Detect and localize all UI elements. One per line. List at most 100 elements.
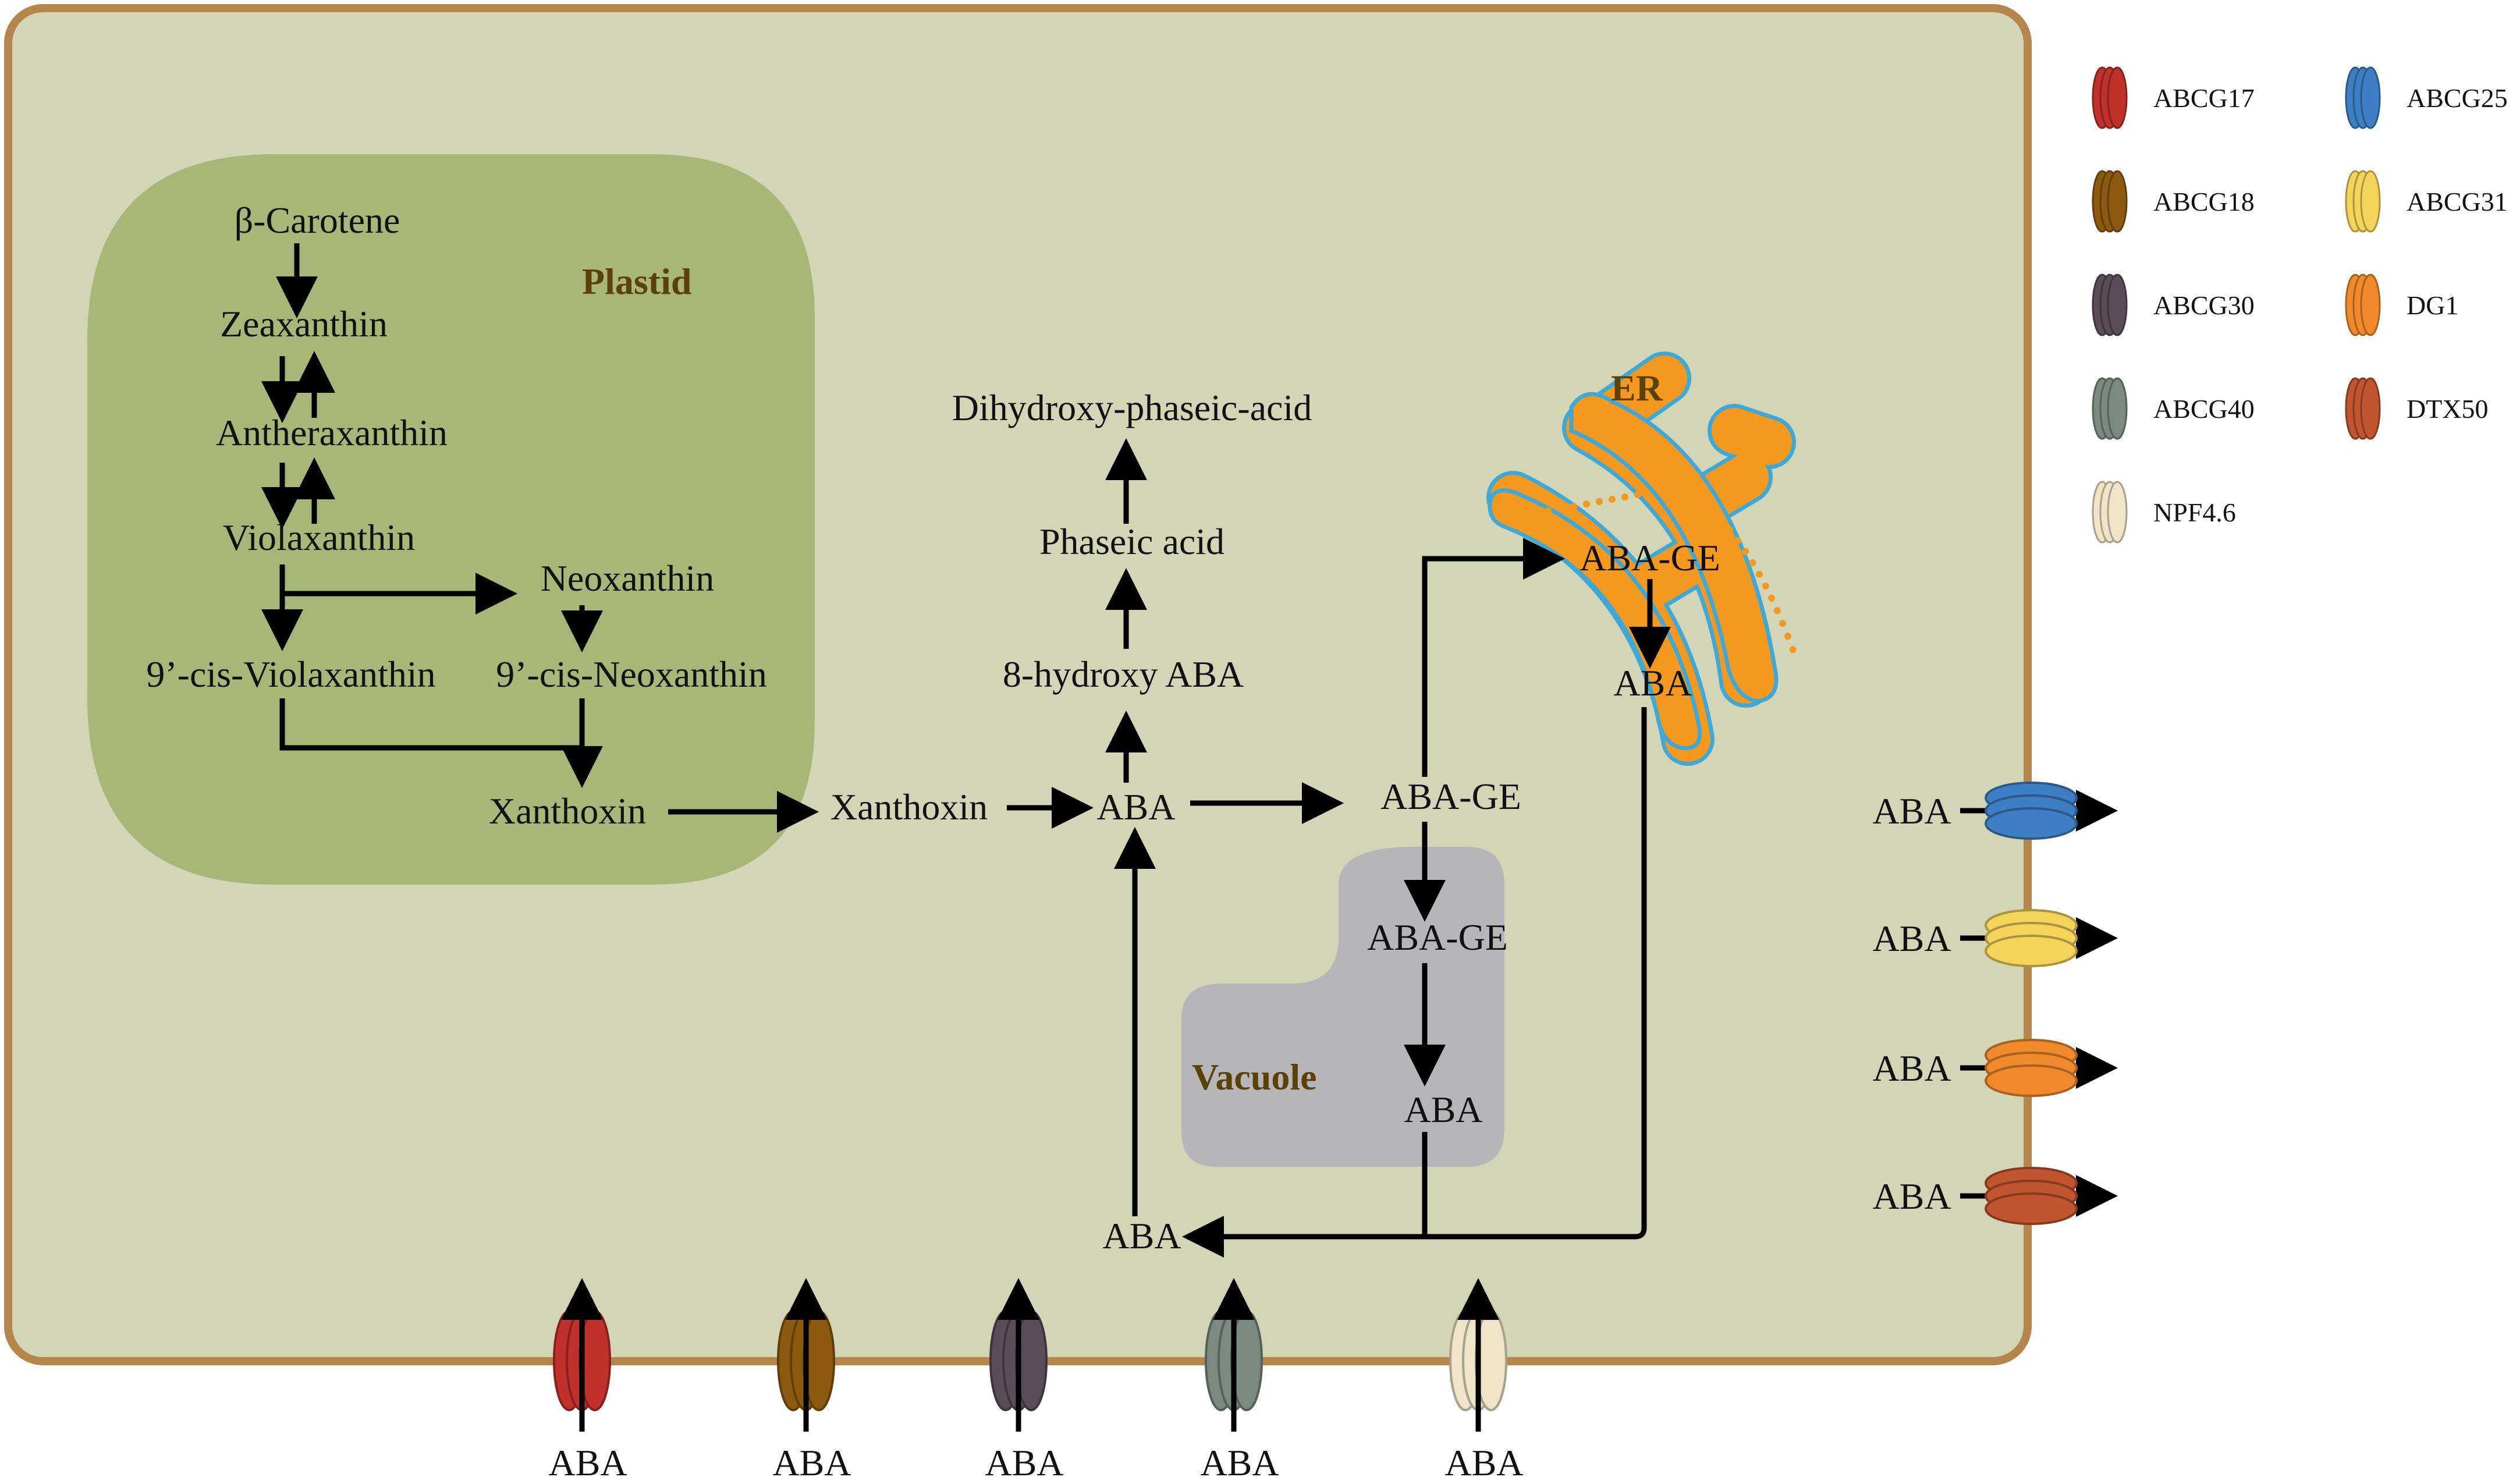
metabolite-labels: β-Carotene Zeaxanthin Antheraxanthin Vio… (146, 200, 1720, 1256)
vacuole-compartment (1181, 847, 1504, 1167)
legend-label: NPF4.6 (2153, 498, 2236, 527)
er-ribosome (1612, 427, 1619, 434)
export-aba-label: ABA (1872, 790, 1951, 832)
er-ribosome (1689, 487, 1696, 495)
legend-item-abcg18: ABCG18 (2092, 170, 2255, 233)
metabolite-aba-er: ABA (1613, 662, 1692, 704)
arrow-aba-ge-to-er (1422, 538, 1565, 777)
export-transporters: ABA ABA ABA ABA (1872, 782, 2118, 1225)
er-ribosome (1699, 496, 1706, 504)
import-aba-label: ABA (1444, 1442, 1523, 1481)
import-aba-label: ABA (985, 1442, 1063, 1481)
transporter-oval-icon (2092, 274, 2128, 336)
transporter-oval-icon (2345, 274, 2381, 336)
export-aba-label: ABA (1872, 918, 1951, 959)
export-aba-label: ABA (1872, 1176, 1951, 1217)
er-ribosome (1726, 526, 1734, 534)
exporter-abcg31-icon (1985, 909, 2078, 967)
er-ribosome (1557, 505, 1564, 512)
er-ribosome (1749, 559, 1756, 566)
er-ribosome (1609, 496, 1616, 503)
er-ribosome (1596, 498, 1603, 505)
transporter-oval-icon (2345, 66, 2381, 129)
er-ribosome (1773, 607, 1781, 615)
er-ribosome (1762, 583, 1769, 590)
er-ribosome (1634, 443, 1642, 451)
er-ribosome (1789, 646, 1797, 654)
legend-item-abcg25: ABCG25 (2345, 66, 2508, 129)
er-ribosome (1634, 491, 1641, 498)
er-ribosome (1779, 620, 1786, 627)
metabolite-aba-ge-cytosol: ABA-GE (1380, 776, 1521, 817)
legend-item-abcg30: ABCG30 (2092, 274, 2255, 336)
metabolite-neoxanthin: Neoxanthin (541, 558, 715, 599)
legend-item-dtx50: DTX50 (2345, 377, 2489, 440)
transporter-oval-icon (2345, 170, 2381, 233)
er-ribosome (1668, 469, 1676, 477)
metabolite-beta-carotene: β-Carotene (235, 200, 400, 241)
er-ribosome (1717, 516, 1725, 524)
legend-label: DTX50 (2407, 394, 2489, 424)
er-ribosome (1583, 500, 1590, 507)
metabolite-xanthoxin-cytosol: Xanthoxin (830, 786, 988, 828)
import-transporters: ABA ABA ABA ABA ABA (548, 1278, 1524, 1483)
transporter-oval-icon (2092, 377, 2128, 440)
er-ribosome (1646, 452, 1653, 460)
metabolite-aba-ge-vacuole: ABA-GE (1367, 917, 1508, 958)
import-aba-label: ABA (548, 1442, 627, 1481)
exporter-dg1-icon (1985, 1039, 2078, 1097)
transporter-oval-icon (2092, 170, 2128, 233)
legend-item-npf4-6: NPF4.6 (2092, 481, 2236, 544)
metabolite-aba-vacuole: ABA (1404, 1089, 1482, 1130)
er-ribosome (1755, 570, 1763, 578)
exporter-dtx50-icon (1985, 1167, 2078, 1225)
pathway-arrows (261, 243, 1671, 1258)
metabolite-aba-ge-er: ABA-GE (1580, 537, 1720, 578)
transporter-oval-icon (2092, 481, 2128, 544)
metabolite-zeaxanthin: Zeaxanthin (220, 303, 388, 345)
er-ribosome (1657, 460, 1664, 468)
export-aba-label: ABA (1872, 1048, 1951, 1089)
legend-label: ABCG40 (2153, 394, 2255, 424)
plastid-label: Plastid (582, 261, 691, 302)
er-ribosome (1679, 478, 1686, 486)
er-ribosome (1784, 633, 1791, 640)
er-ribosome (1623, 435, 1630, 443)
import-aba-label: ABA (1200, 1442, 1279, 1481)
er-ribosome (1621, 494, 1628, 500)
metabolite-aba-cytosol: ABA (1096, 786, 1175, 828)
legend-item-abcg40: ABCG40 (2092, 377, 2255, 440)
metabolite-phaseic-acid: Phaseic acid (1039, 521, 1224, 562)
legend-label: ABCG31 (2407, 187, 2508, 216)
legend-label: DG1 (2407, 290, 2458, 320)
er-ribosome (1742, 548, 1749, 555)
er-label: ER (1611, 367, 1663, 409)
er-compartment (1486, 352, 1797, 766)
er-ribosome (1709, 506, 1716, 514)
metabolite-dihydroxy-phaseic-acid: Dihydroxy-phaseic-acid (952, 387, 1312, 428)
legend-label: ABCG25 (2407, 83, 2508, 113)
metabolite-violaxanthin: Violaxanthin (223, 517, 415, 558)
legend-label: ABCG18 (2153, 187, 2255, 216)
plastid-compartment (87, 154, 815, 885)
importer-abcg30-icon (989, 1310, 1048, 1411)
transporter-oval-icon (2345, 377, 2381, 440)
metabolite-8-hydroxy-aba: 8-hydroxy ABA (1003, 654, 1244, 695)
metabolite-aba-bottom: ABA (1102, 1215, 1181, 1256)
legend-item-abcg31: ABCG31 (2345, 170, 2508, 233)
metabolite-cis-violaxanthin: 9’-cis-Violaxanthin (146, 654, 435, 695)
import-aba-label: ABA (772, 1442, 851, 1481)
metabolite-xanthoxin-plastid: Xanthoxin (489, 790, 646, 832)
legend-item-abcg17: ABCG17 (2092, 66, 2255, 129)
transporter-oval-icon (2092, 66, 2128, 129)
legend-label: ABCG17 (2153, 83, 2255, 113)
er-ribosome (1734, 537, 1741, 544)
exporter-abcg25-icon (1985, 782, 2078, 840)
legend-item-dg1: DG1 (2345, 274, 2458, 336)
er-ribosome (1545, 507, 1552, 514)
arrow-cis-violaxanthin-join (279, 698, 582, 751)
legend-label: ABCG30 (2153, 290, 2255, 320)
